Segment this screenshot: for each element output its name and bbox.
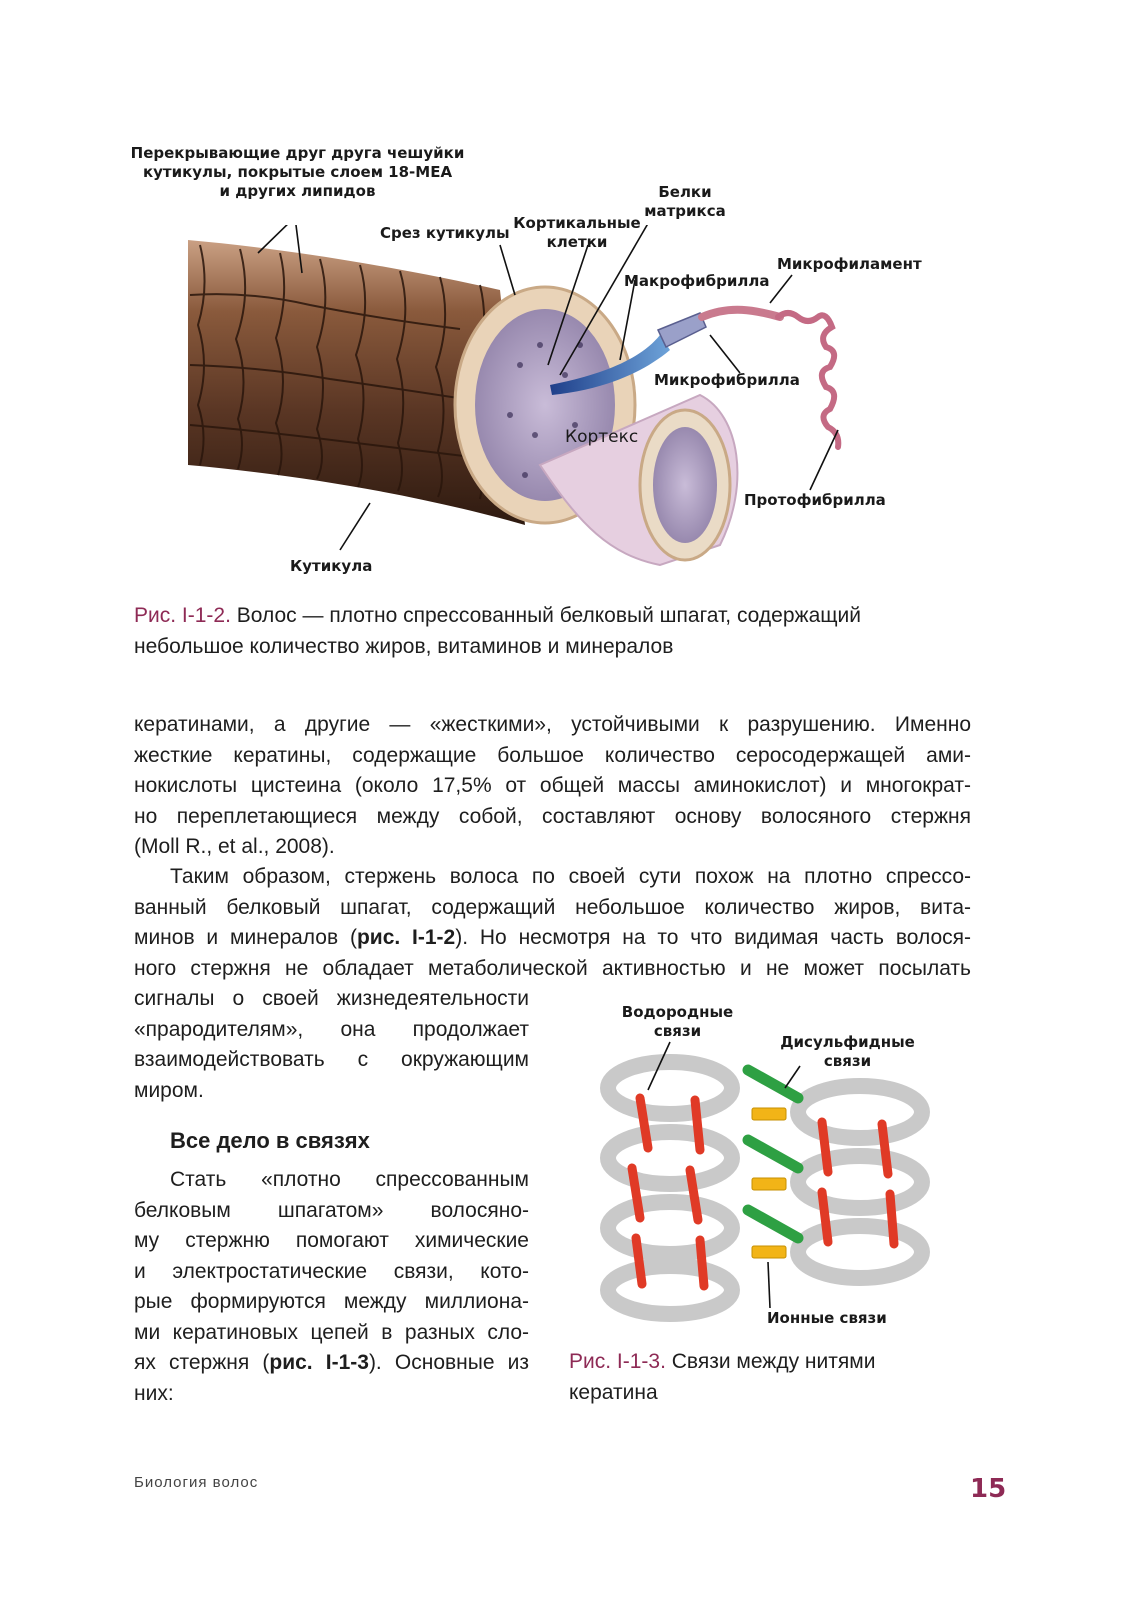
label-cortex: Кортекс (565, 427, 639, 447)
label-cuticle-cut: Срез кутикулы (380, 224, 510, 242)
text-line: ванный белковый шпагат, содержащий небол… (134, 895, 971, 919)
text-line: ного стержня не обладает метаболической … (134, 956, 971, 980)
running-footer-title: Биология волос (134, 1474, 259, 1491)
text-line: Стать «плотно спрессованным (170, 1168, 529, 1191)
text-line: нокислоты цистеина (около 17,5% от общей… (134, 774, 971, 797)
label-hydrogen-bonds: Водородные связи (621, 1003, 734, 1040)
figure1-caption-text: Волос — плотно спрессованный белковый шп… (134, 604, 861, 658)
text-line: сигналы о своей жизнедеятельности (134, 987, 529, 1010)
label-cortical-cells: Кортикальные клетки (513, 214, 641, 251)
text-line: му стержню помогают химические (134, 1229, 529, 1252)
text-line: Таким образом, стержень волоса по своей … (170, 865, 971, 888)
label-microfibril: Микрофибрилла (654, 371, 800, 389)
text-line: рые формируются между миллиона- (134, 1290, 529, 1313)
text-line: белковым шпагатом» волосяно- (134, 1198, 529, 1222)
label-ionic-bonds: Ионные связи (767, 1309, 887, 1327)
label-microfilament: Микрофиламент (777, 255, 922, 273)
figure1-caption: Рис. I-1-2. Волос — плотно спрессованный… (134, 600, 934, 662)
section-heading: Все дело в связях (170, 1128, 370, 1153)
text-line: кератинами, а другие — «жесткими», устой… (134, 713, 971, 736)
label-cuticle: Кутикула (290, 557, 373, 575)
paragraph-1: кератинами, а другие — «жесткими», устой… (134, 710, 971, 863)
label-disulfide-bonds: Дисульфидные связи (780, 1033, 915, 1070)
figure2-caption: Рис. I-1-3. Связи между нитями кератина (569, 1350, 876, 1404)
text-line: минов и минералов (рис. I-1-2). Но несмо… (134, 926, 971, 949)
figure2-ref: Рис. I-1-3. (569, 1350, 666, 1373)
page-number: 15 (970, 1474, 1007, 1504)
text-line: (Moll R., et al., 2008). (134, 835, 335, 858)
paragraph-3: Стать «плотно спрессованным белковым шпа… (134, 1165, 529, 1409)
hair-structure-illustration (188, 225, 842, 567)
keratin-bonds-illustration (600, 1041, 930, 1322)
label-macrofibril: Макрофибрилла (624, 272, 770, 290)
text-line: «прародителям», она продолжает (134, 1017, 529, 1041)
text-line: но переплетающиеся между собой, составля… (134, 804, 971, 828)
paragraph-2-cont: сигналы о своей жизнедеятельности «праро… (134, 984, 529, 1106)
text-line: жесткие кератины, содержащие большое кол… (134, 743, 971, 767)
text-line: ях стержня (рис. I-1-3). Основные из (134, 1351, 530, 1374)
figure-ref-link: рис. I-1-2 (356, 926, 456, 949)
label-cuticle-scales: Перекрывающие друг друга чешуйки кутикул… (130, 144, 465, 200)
text-line: них: (134, 1381, 174, 1405)
text-line: и электростатические связи, кото- (134, 1259, 529, 1283)
text-line: взаимодействовать с окружающим (134, 1048, 529, 1071)
text-line: ми кератиновых цепей в разных сло- (134, 1320, 529, 1344)
text-line: миром. (134, 1078, 204, 1102)
paragraph-2: Таким образом, стержень волоса по своей … (134, 862, 971, 984)
figure1-ref: Рис. I-1-2. (134, 604, 231, 627)
figure-ref-link: рис. I-1-3 (269, 1351, 369, 1374)
label-protofibril: Протофибрилла (744, 491, 886, 509)
label-matrix-proteins: Белки матрикса (644, 183, 726, 220)
